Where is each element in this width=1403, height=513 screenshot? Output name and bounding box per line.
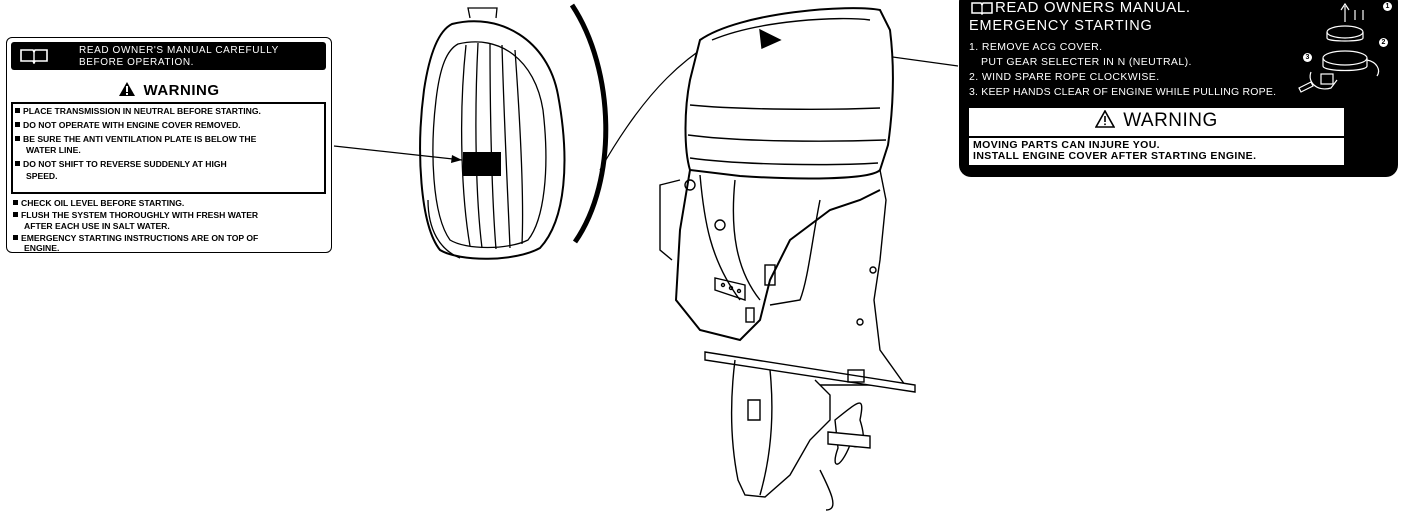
outboard-motor-side-view — [659, 7, 916, 511]
right-warning-title: WARNING — [969, 109, 1344, 134]
right-label-header: READ OWNERS MANUAL. — [995, 0, 1191, 16]
cover-label-marker — [463, 152, 501, 176]
step-item: PUT GEAR SELECTER IN N (NEUTRAL). — [981, 56, 1192, 68]
left-boxed-warnings: PLACE TRANSMISSION IN NEUTRAL BEFORE STA… — [11, 102, 326, 194]
bullet-square-icon — [13, 200, 18, 205]
list-item: CHECK OIL LEVEL BEFORE STARTING. — [13, 198, 184, 208]
list-item: FLUSH THE SYSTEM THOROUGHLY WITH FRESH W… — [13, 210, 258, 220]
bullet-square-icon — [13, 235, 18, 240]
callout-2: 2 — [1379, 38, 1388, 47]
list-item-continuation: AFTER EACH USE IN SALT WATER. — [24, 221, 170, 231]
warning-triangle-icon — [118, 81, 136, 101]
left-warning-title: WARNING — [11, 81, 326, 101]
right-warning-box: WARNING MOVING PARTS CAN INJURE YOU. INS… — [969, 108, 1344, 165]
bullet-square-icon — [15, 108, 20, 113]
step-item: 2. WIND SPARE ROPE CLOCKWISE. — [969, 71, 1160, 83]
warning-triangle-icon — [1094, 109, 1116, 134]
list-item: BE SURE THE ANTI VENTILATION PLATE IS BE… — [15, 134, 256, 144]
book-icon — [19, 48, 49, 69]
list-item: PLACE TRANSMISSION IN NEUTRAL BEFORE STA… — [15, 106, 261, 116]
bullet-square-icon — [15, 161, 20, 166]
list-item-continuation: ENGINE. — [24, 243, 60, 253]
list-item-continuation: WATER LINE. — [26, 145, 81, 155]
left-warning-label: READ OWNER'S MANUAL CAREFULLY BEFORE OPE… — [6, 37, 332, 253]
list-item-continuation: SPEED. — [26, 171, 58, 181]
step-item: 1. REMOVE ACG COVER. — [969, 41, 1103, 53]
list-item: EMERGENCY STARTING INSTRUCTIONS ARE ON T… — [13, 233, 258, 243]
left-label-header-text: READ OWNER'S MANUAL CAREFULLY BEFORE OPE… — [79, 45, 279, 68]
book-icon — [971, 2, 993, 20]
callout-3: 3 — [1303, 53, 1312, 62]
bullet-square-icon — [13, 212, 18, 217]
list-item: DO NOT SHIFT TO REVERSE SUDDENLY AT HIGH — [15, 159, 227, 169]
engine-cover-top-view — [419, 7, 566, 260]
emergency-starting-title: EMERGENCY STARTING — [969, 18, 1153, 34]
list-item: DO NOT OPERATE WITH ENGINE COVER REMOVED… — [15, 120, 241, 130]
leader-line-left — [333, 145, 463, 161]
bullet-square-icon — [15, 136, 20, 141]
step-item: 3. KEEP HANDS CLEAR OF ENGINE WHILE PULL… — [969, 86, 1277, 98]
left-label-header: READ OWNER'S MANUAL CAREFULLY BEFORE OPE… — [11, 42, 326, 70]
section-divider-curve — [569, 3, 609, 244]
callout-1: 1 — [1383, 2, 1392, 11]
warning-line: MOVING PARTS CAN INJURE YOU. — [973, 139, 1160, 151]
warning-line: INSTALL ENGINE COVER AFTER STARTING ENGI… — [973, 150, 1257, 162]
rope-starter-diagram — [1298, 2, 1380, 93]
right-emergency-label: READ OWNERS MANUAL. EMERGENCY STARTING 1… — [959, 0, 1398, 177]
bullet-square-icon — [15, 122, 20, 127]
